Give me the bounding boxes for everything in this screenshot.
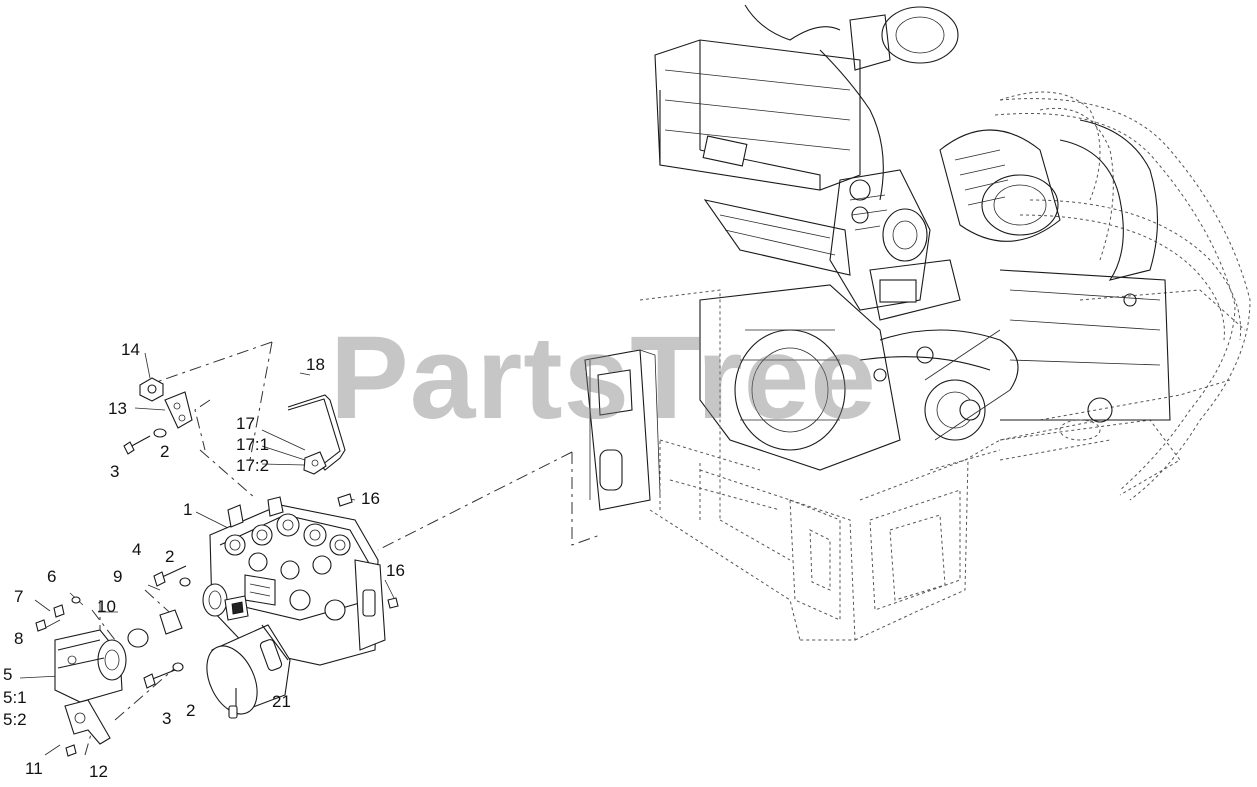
callout-3: 3 [110, 462, 120, 481]
filter-canister [206, 624, 291, 719]
callout-10: 10 [97, 597, 116, 616]
callout-14: 14 [121, 340, 140, 359]
hydrostatic-pump [202, 496, 399, 666]
callout-17: 17 [236, 414, 255, 433]
callout-5-2: 5:2 [3, 710, 27, 729]
callout-16: 16 [361, 489, 380, 508]
callout-17-2: 17:2 [236, 456, 270, 475]
callout-8: 8 [14, 629, 24, 648]
callout-7: 7 [14, 587, 24, 606]
callout-6: 6 [47, 567, 57, 586]
callout-16: 16 [386, 561, 405, 580]
callout-2: 2 [186, 701, 196, 720]
leader-lines [19, 341, 601, 756]
callout-2: 2 [160, 442, 170, 461]
callout-2: 2 [165, 547, 175, 566]
callout-13: 13 [108, 399, 127, 418]
callout-21: 21 [272, 692, 291, 711]
callout-1: 1 [183, 500, 193, 519]
aux-pump-parts [35, 565, 191, 757]
callout-5-1: 5:1 [3, 688, 27, 707]
callout-5: 5 [3, 665, 13, 684]
callout-12: 12 [89, 762, 108, 781]
watermark: PartsTree [330, 312, 877, 444]
callout-9: 9 [113, 567, 123, 586]
callout-11: 11 [25, 759, 43, 778]
engine-frame-assembly [584, 4, 1251, 641]
callout-3: 3 [162, 709, 172, 728]
callout-17-1: 17:1 [236, 435, 270, 454]
bracket-parts [123, 377, 353, 507]
callout-4: 4 [132, 540, 142, 559]
callout-18: 18 [306, 355, 325, 374]
